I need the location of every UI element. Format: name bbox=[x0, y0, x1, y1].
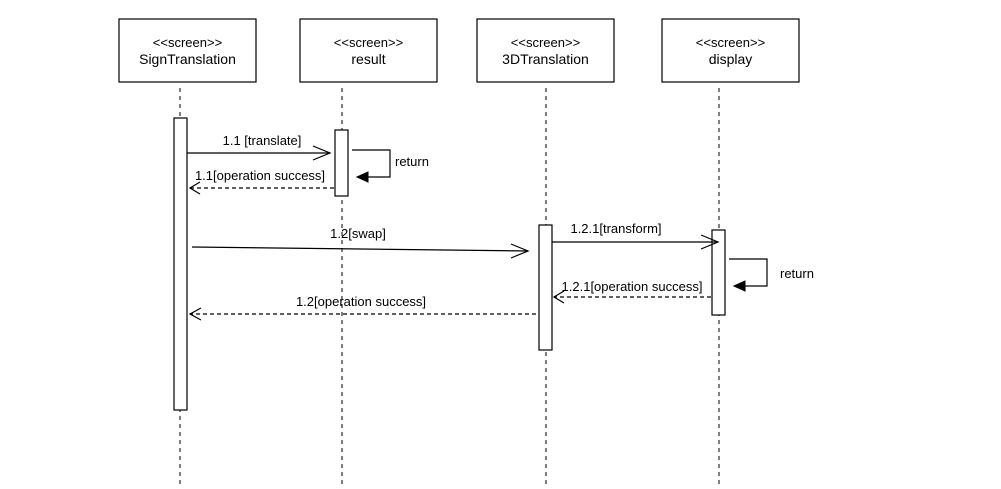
activation-signtranslation bbox=[173, 117, 188, 411]
message-transform: 1.2.1[transform] bbox=[552, 221, 720, 250]
message-label: 1.1 [translate] bbox=[223, 133, 302, 148]
participant-stereotype: <<screen>> bbox=[696, 35, 765, 50]
participant-signtranslation: <<screen>> SignTranslation bbox=[118, 18, 257, 83]
message-label: return bbox=[395, 154, 429, 169]
participant-name: 3DTranslation bbox=[502, 51, 589, 67]
message-label: 1.1[operation success] bbox=[195, 168, 325, 183]
message-reply-operation-success-1-2-1: 1.2.1[operation success] bbox=[552, 279, 711, 304]
participant-result: <<screen>> result bbox=[299, 18, 438, 83]
message-label: 1.2[swap] bbox=[330, 226, 386, 241]
message-reply-operation-success-1-2: 1.2[operation success] bbox=[188, 294, 536, 321]
participant-stereotype: <<screen>> bbox=[334, 35, 403, 50]
message-reply-operation-success-1-1: 1.1[operation success] bbox=[188, 168, 334, 195]
message-self-return-display: return bbox=[729, 258, 814, 292]
participant-stereotype: <<screen>> bbox=[511, 35, 580, 50]
message-translate: 1.1 [translate] bbox=[187, 133, 332, 161]
message-label: return bbox=[780, 266, 814, 281]
activation-3dtranslation bbox=[538, 224, 553, 351]
participant-name: result bbox=[351, 51, 385, 67]
participant-3dtranslation: <<screen>> 3DTranslation bbox=[476, 18, 615, 83]
activation-result bbox=[334, 129, 349, 197]
message-label: 1.2.1[transform] bbox=[570, 221, 661, 236]
participant-stereotype: <<screen>> bbox=[153, 35, 222, 50]
message-self-return-result: return bbox=[352, 149, 429, 183]
message-label: 1.2[operation success] bbox=[296, 294, 426, 309]
message-label: 1.2.1[operation success] bbox=[562, 279, 703, 294]
message-swap: 1.2[swap] bbox=[191, 226, 530, 259]
participant-name: SignTranslation bbox=[139, 51, 236, 67]
participant-display: <<screen>> display bbox=[661, 18, 800, 83]
participant-name: display bbox=[709, 51, 753, 67]
activation-display bbox=[711, 229, 726, 316]
